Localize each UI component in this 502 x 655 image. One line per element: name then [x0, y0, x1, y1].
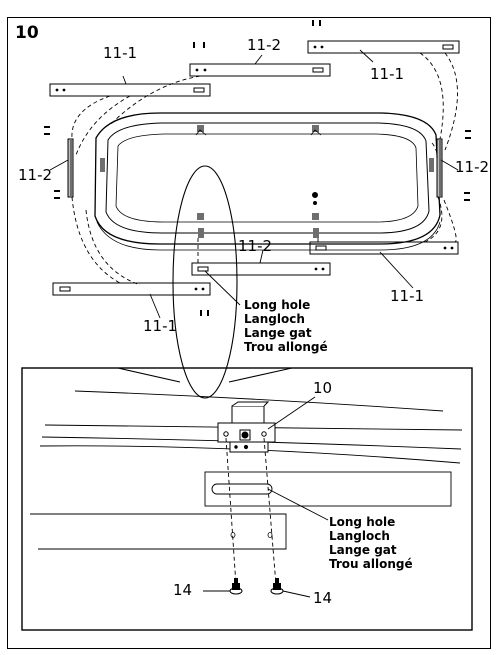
detail-leaders	[203, 396, 329, 598]
note-line-en: Long hole	[329, 515, 396, 529]
rail-11-1-top-left	[49, 83, 211, 97]
screw-holes	[230, 532, 273, 538]
rail-11-1-top-right	[307, 40, 460, 54]
screw-paths	[225, 437, 277, 586]
note-line-de: Langloch	[244, 312, 305, 326]
label-part-10: 10	[313, 379, 333, 397]
rail-11-2-left	[67, 138, 74, 198]
note-line-nl: Lange gat	[244, 326, 312, 340]
note-line-de: Langloch	[329, 529, 390, 543]
slotted-rail	[204, 471, 452, 507]
rail-11-2-bottom	[191, 262, 331, 276]
rail-11-2-top	[189, 63, 331, 77]
page-frame	[7, 17, 491, 649]
note-line-en: Long hole	[244, 298, 311, 312]
long-hole-note-detail: Long hole Langloch Lange gat Trou allong…	[329, 515, 413, 571]
label-11-2-top: 11-2	[247, 36, 282, 54]
label-11-1-top-right: 11-1	[370, 65, 405, 83]
leader-lines	[49, 49, 459, 319]
bracket-part-10	[217, 401, 276, 453]
detail-box	[21, 367, 473, 631]
long-hole-note-top: Long hole Langloch Lange gat Trou allong…	[244, 298, 328, 354]
label-11-2-left: 11-2	[18, 166, 53, 184]
dashed-guides	[71, 52, 458, 286]
screw-14-right	[270, 578, 284, 595]
label-11-2-right: 11-2	[455, 158, 490, 176]
step-number: 10	[15, 23, 39, 43]
magnify-callout	[117, 165, 293, 399]
label-11-1-bottom-left: 11-1	[143, 317, 178, 335]
note-line-fr: Trou allongé	[329, 557, 413, 571]
screw-14-left	[229, 578, 243, 595]
note-line-fr: Trou allongé	[244, 340, 328, 354]
note-line-nl: Lange gat	[329, 543, 397, 557]
label-11-1-top-left: 11-1	[103, 44, 138, 62]
label-11-2-bottom: 11-2	[238, 237, 273, 255]
screw-pairs	[44, 20, 471, 316]
bed-frame	[94, 112, 441, 251]
rail-11-1-right-middle	[309, 241, 459, 255]
rail-11-1-bottom-left	[52, 282, 211, 296]
rail-11-2-right	[436, 138, 443, 198]
label-screw-14-left: 14	[173, 581, 193, 599]
label-11-1-right-middle: 11-1	[390, 287, 425, 305]
label-screw-14-right: 14	[313, 589, 333, 607]
